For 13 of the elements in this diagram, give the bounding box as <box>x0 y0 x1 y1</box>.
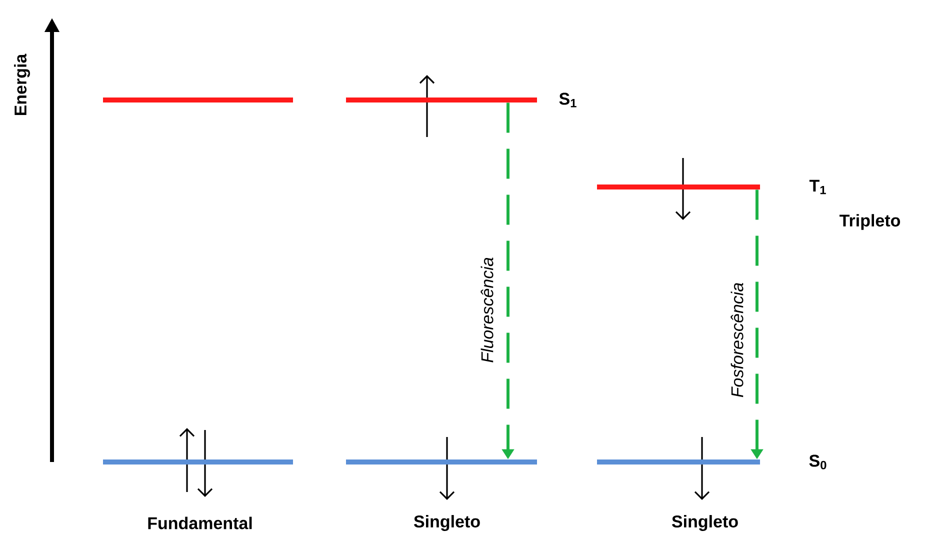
energy-level <box>346 460 537 464</box>
energy-level <box>103 98 293 102</box>
level-name: S$_{0}$ <box>809 454 826 470</box>
state-name: Tripleto <box>840 214 900 230</box>
level-name: T$_{1}$ <box>809 180 826 194</box>
energy-level <box>597 460 760 464</box>
axis-label: Energia <box>14 54 30 116</box>
level-name: S$_{1}$ <box>559 92 576 108</box>
edge-label: Fluorescência <box>480 258 494 362</box>
edge-label: Fosforescência <box>730 282 744 398</box>
energy-level <box>597 184 760 190</box>
energy-level <box>346 98 537 102</box>
energy-level <box>103 460 293 464</box>
